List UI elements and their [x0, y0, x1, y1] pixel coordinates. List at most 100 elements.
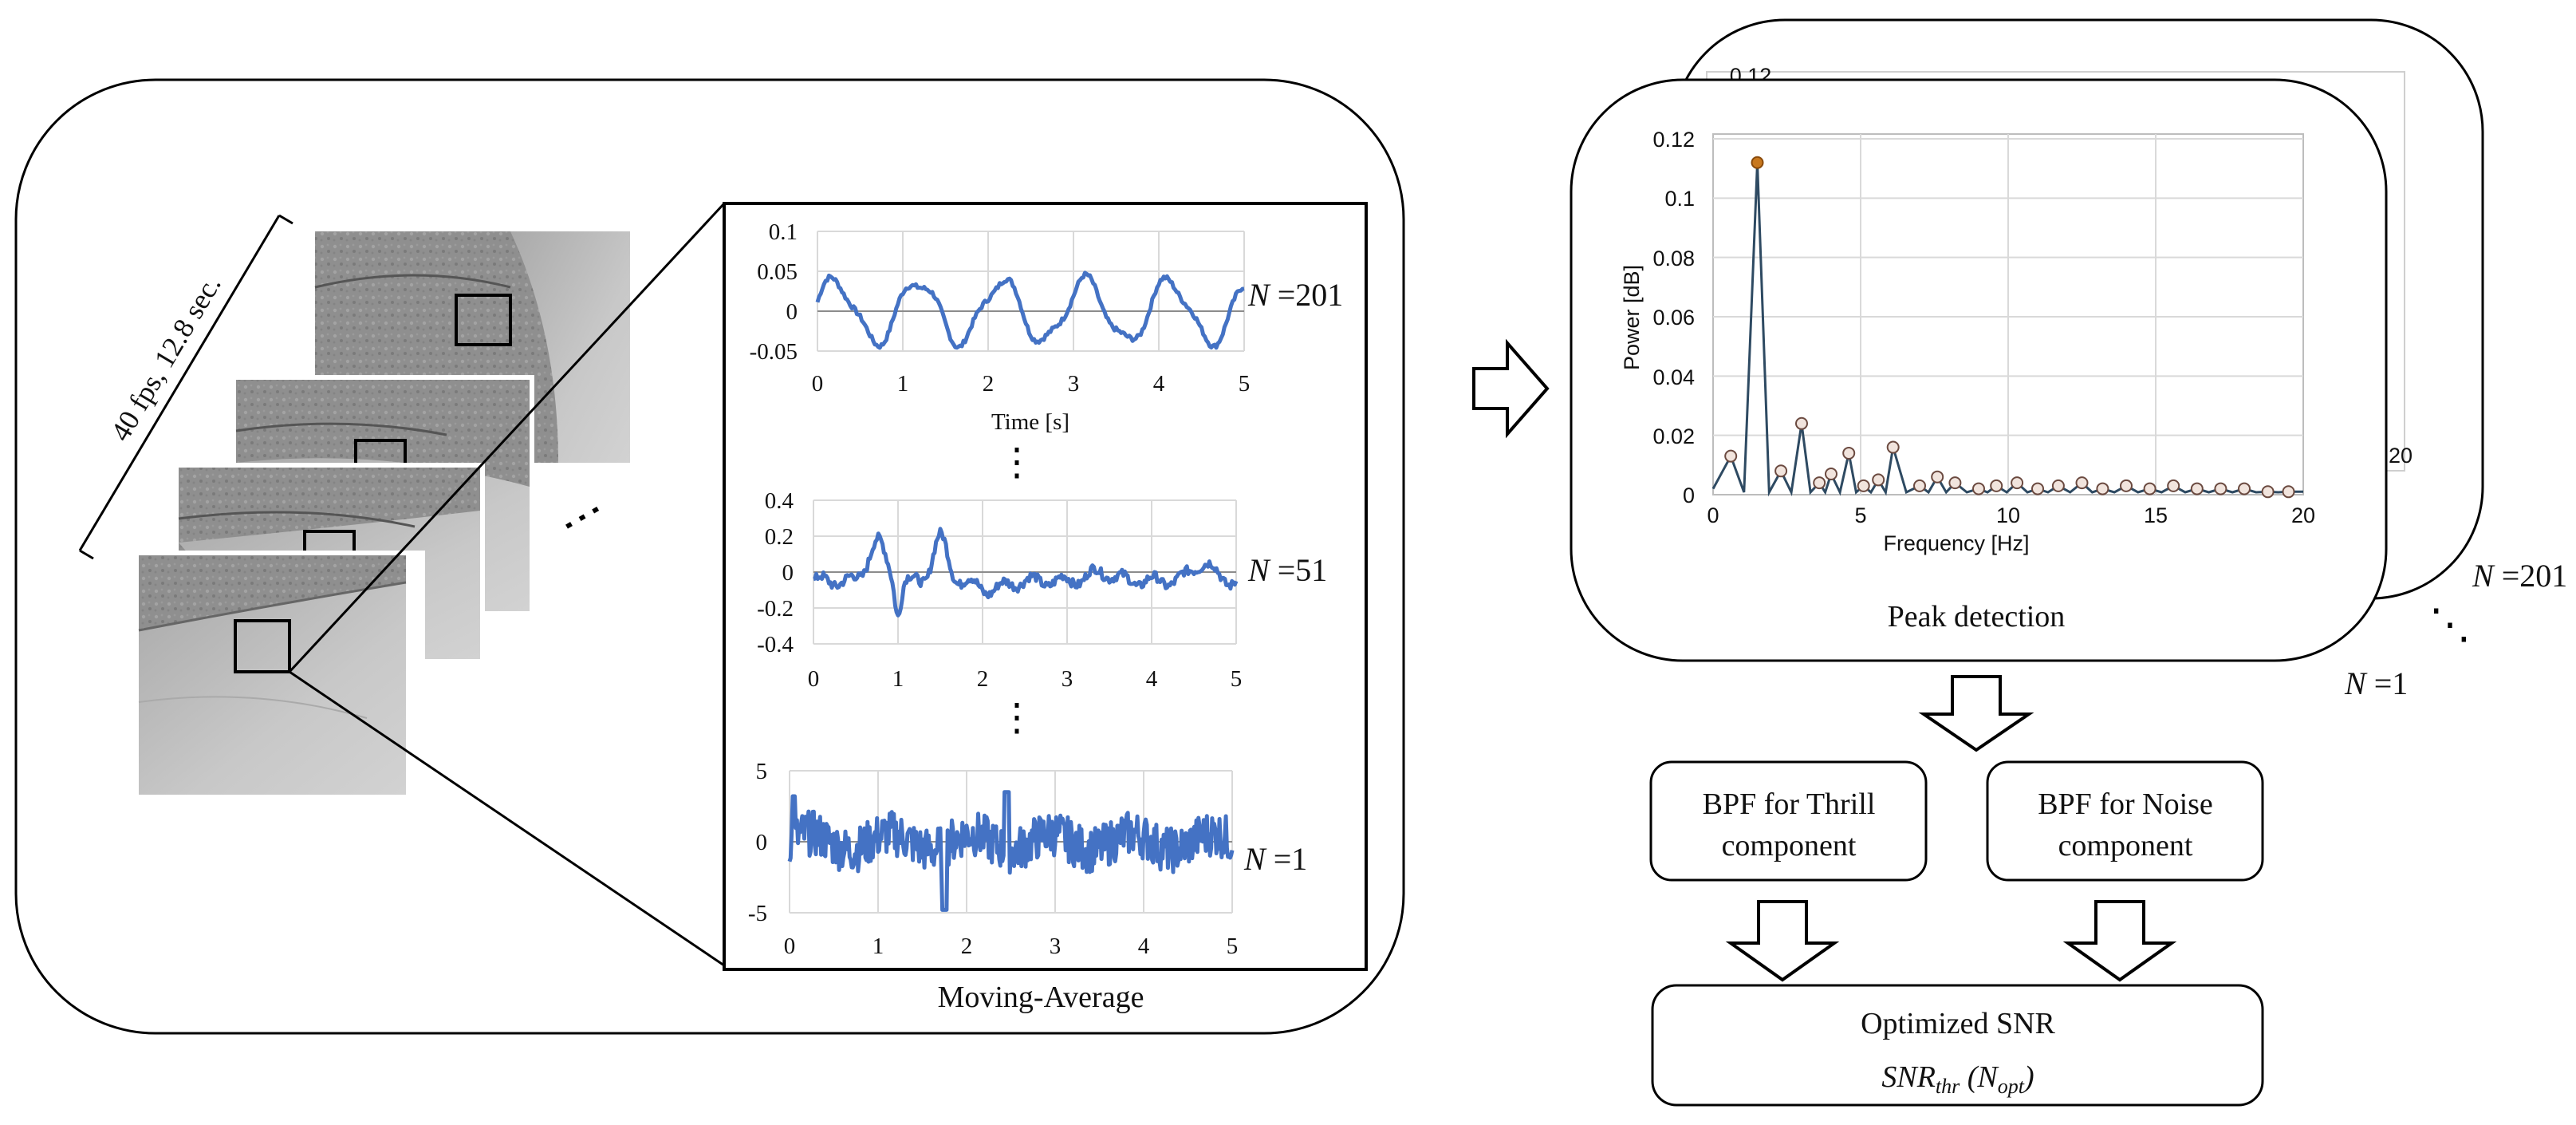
y-tick: 0.05 [757, 259, 798, 285]
x-tick: 15 [2144, 503, 2168, 527]
frames-bracket [78, 214, 293, 560]
peak-marker [1842, 446, 1856, 460]
snr-main: SNR [1881, 1060, 1936, 1094]
y-tick: 5 [756, 759, 768, 784]
video-frames [134, 231, 630, 802]
n-label-51: N =51 [1247, 552, 1327, 588]
spectrum-x-ticks: 0 5 10 15 20 [1707, 503, 2315, 527]
peak-marker [1948, 476, 1962, 490]
signal-line-n201 [815, 270, 1245, 350]
peak-marker [2075, 476, 2089, 490]
y-tick: 0 [1683, 484, 1695, 507]
frames-ellipsis: ⋮ [550, 486, 616, 549]
peak-marker [1931, 470, 1944, 484]
bpf-thrill-line1: BPF for Thrill [1703, 788, 1876, 821]
y-tick: 0.02 [1652, 424, 1695, 448]
bpf-thrill-line2: component [1722, 829, 1857, 862]
n-label-front: N =1 [2344, 665, 2408, 701]
n-label-201: N =201 [1247, 277, 1343, 313]
x-tick: 4 [1146, 666, 1158, 692]
x-ticks: 0 1 2 3 4 5 [812, 371, 1251, 397]
down-arrow-noise [2062, 900, 2177, 982]
y-tick: 0.1 [1664, 187, 1695, 211]
peak-marker [2238, 482, 2251, 495]
x-axis-label: Time [s] [991, 409, 1069, 435]
x-tick: 5 [1239, 371, 1251, 397]
peak-marker [1913, 479, 1926, 492]
n-label-51-text: =51 [1270, 552, 1328, 588]
peak-marker [1795, 416, 1808, 430]
video-frame-1 [134, 551, 425, 802]
peak-marker [2011, 476, 2024, 490]
y-tick: 0 [782, 560, 794, 586]
peak-marker [2214, 482, 2227, 495]
signal-plot-n1: 5 0 -5 0 1 2 3 4 5 N =1 [748, 759, 1307, 959]
snr-formula: SNRthr (Nopt) [1881, 1060, 2034, 1098]
signal-plot-n51: 0.4 0.2 0 -0.2 -0.4 0 1 2 3 4 5 N =51 [757, 488, 1327, 692]
signal-line-n51 [813, 527, 1239, 618]
n-label-front-text: =1 [2366, 665, 2409, 701]
x-tick: 5 [1231, 666, 1243, 692]
x-tick: 1 [897, 371, 909, 397]
peak-marker [2031, 482, 2044, 495]
snr-close: ) [2023, 1060, 2034, 1094]
y-tick: 0 [756, 830, 768, 855]
y-tick: 0.06 [1652, 306, 1695, 330]
y-tick: -5 [748, 901, 767, 926]
spectrum-peaks [1724, 156, 2295, 499]
x-tick: 0 [784, 934, 796, 959]
x-tick: 1 [892, 666, 904, 692]
peak-marker [2120, 479, 2133, 492]
peak-marker [2167, 479, 2180, 492]
bpf-noise-line2: component [2058, 829, 2193, 862]
x-tick: 0 [812, 371, 824, 397]
peak-marker [1825, 467, 1837, 480]
snr-sub: thr [1936, 1075, 1960, 1098]
down-arrow-thrill [1725, 900, 1840, 982]
n-label-1: N =1 [1243, 841, 1307, 877]
y-tick: -0.2 [757, 596, 794, 622]
spectrum-x-label: Frequency [Hz] [1883, 531, 2029, 555]
bpf-thrill-box: BPF for Thrill component [1649, 760, 1928, 882]
snr-open: (N [1960, 1060, 1999, 1094]
x-tick: 20 [2291, 503, 2315, 527]
x-tick: 5 [1227, 934, 1239, 959]
x-tick: 4 [1138, 934, 1150, 959]
right-arrow [1472, 338, 1550, 439]
x-tick: 0 [808, 666, 820, 692]
y-ticks: 0.4 0.2 0 -0.2 -0.4 [757, 488, 794, 657]
x-tick: 2 [961, 934, 973, 959]
zoom-lines [288, 202, 726, 967]
y-tick: 0.12 [1652, 128, 1695, 152]
x-tick: 0 [1707, 503, 1719, 527]
peak-marker [2261, 485, 2275, 499]
n-label-back-text: =201 [2494, 558, 2568, 594]
y-ticks: 0.1 0.05 0 -0.05 [750, 219, 798, 365]
x-tick: 2 [983, 371, 995, 397]
y-tick: 0 [786, 299, 798, 325]
bpf-noise-line1: BPF for Noise [2038, 788, 2213, 821]
x-ticks: 0 1 2 3 4 5 [784, 934, 1239, 959]
back-x-tick: 20 [2389, 444, 2413, 468]
peak-marker [1872, 473, 1885, 487]
peak-marker [2190, 482, 2204, 495]
peak-detection-caption: Peak detection [1888, 600, 2066, 634]
peak-marker [1774, 464, 1788, 478]
cards-ellipsis: ⋱ [2429, 602, 2471, 648]
y-tick: -0.4 [757, 632, 794, 657]
x-tick: 2 [977, 666, 989, 692]
y-tick: 0.08 [1652, 247, 1695, 270]
x-tick: 3 [1050, 934, 1062, 959]
frames-label: 40 fps, 12.8 sec. [104, 270, 227, 446]
peak-marker-max [1751, 156, 1764, 169]
signal-plot-n201: 0.1 0.05 0 -0.05 0 1 2 3 4 5 Time [s] N … [750, 219, 1344, 435]
ellipsis-2: ⋮ [998, 697, 1036, 739]
peak-marker [2096, 482, 2109, 495]
optimized-snr-box: Optimized SNR SNRthr (Nopt) [1651, 984, 2264, 1107]
y-ticks: 5 0 -5 [748, 759, 767, 926]
peak-marker [1813, 476, 1826, 490]
spectrum-y-label: Power [dB] [1620, 265, 1644, 370]
moving-average-panel [14, 78, 1405, 1035]
snr-sub2: opt [1998, 1075, 2025, 1098]
